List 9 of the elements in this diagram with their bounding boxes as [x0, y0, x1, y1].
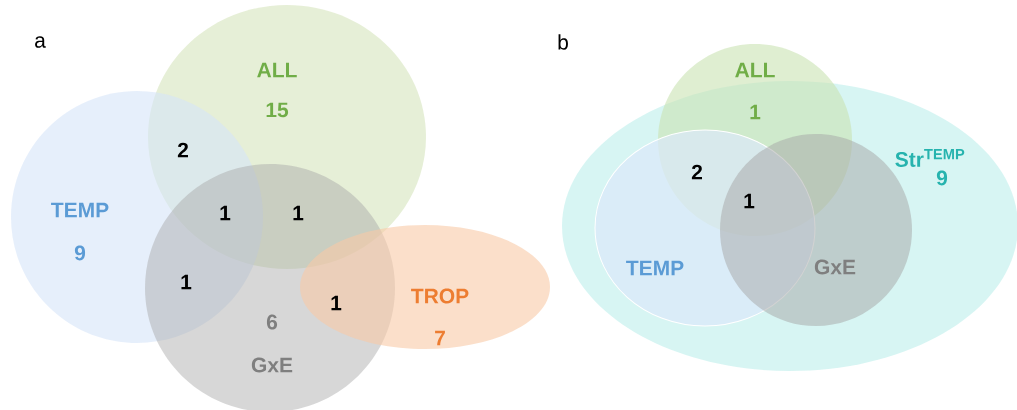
region-count: 2 — [177, 142, 188, 158]
region-count: 1 — [744, 193, 755, 209]
region-count: 1 — [331, 295, 342, 311]
region-count: 1 — [220, 205, 231, 221]
panel-letter: b — [558, 34, 568, 50]
region-count: 2 — [691, 164, 702, 180]
region-count: 1 — [293, 205, 304, 221]
region-count: 1 — [181, 274, 192, 290]
panel-letter: a — [35, 36, 46, 48]
